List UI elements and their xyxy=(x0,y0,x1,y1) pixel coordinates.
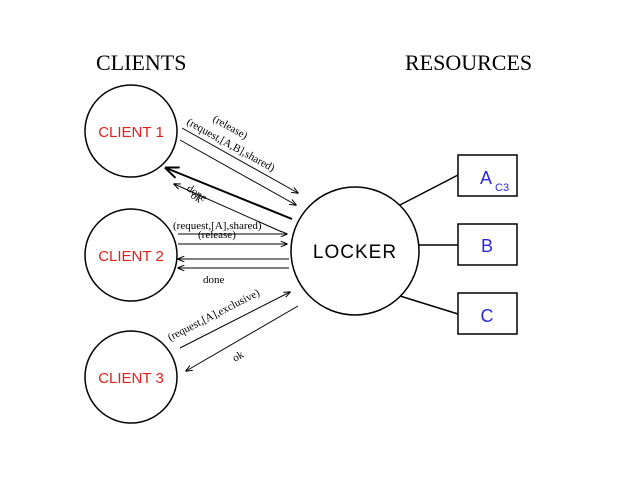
resource-c-label: C xyxy=(481,306,494,326)
client-3-label: CLIENT 3 xyxy=(98,370,164,387)
client1-release-arrow xyxy=(179,139,296,205)
client1-ok-arrow xyxy=(174,184,283,233)
clients-heading: CLIENTS xyxy=(96,50,186,75)
client3-request-arrow xyxy=(179,292,290,349)
client1-done-arrow xyxy=(166,168,293,220)
resource-a-holder: C3 xyxy=(495,182,509,194)
resource-b-label: B xyxy=(481,236,493,256)
resources-heading: RESOURCES xyxy=(405,50,532,75)
locker-node: LOCKER xyxy=(290,186,420,316)
client2-request-text: (request,[A],shared) xyxy=(173,220,262,232)
resource-a-label: A xyxy=(480,168,492,188)
client-1-node: CLIENT 1 xyxy=(84,84,178,178)
client-2-label: CLIENT 2 xyxy=(98,248,164,265)
locker-to-a-line xyxy=(399,174,459,206)
resource-c-box: C xyxy=(457,292,518,335)
resource-b-box: B xyxy=(457,223,518,266)
locker-label: LOCKER xyxy=(313,242,397,263)
client3-ok-arrow xyxy=(186,305,299,371)
client-2-node: CLIENT 2 xyxy=(84,208,178,302)
locker-to-c-line xyxy=(399,295,459,315)
client3-ok-text: ok xyxy=(231,348,247,364)
client1-request-arrow xyxy=(181,127,298,193)
resource-a-box: A C3 xyxy=(457,154,518,197)
client2-done-text: done xyxy=(203,274,225,286)
client-1-label: CLIENT 1 xyxy=(98,124,164,141)
client2-release-text: (release) xyxy=(198,229,236,241)
client-3-node: CLIENT 3 xyxy=(84,330,178,424)
